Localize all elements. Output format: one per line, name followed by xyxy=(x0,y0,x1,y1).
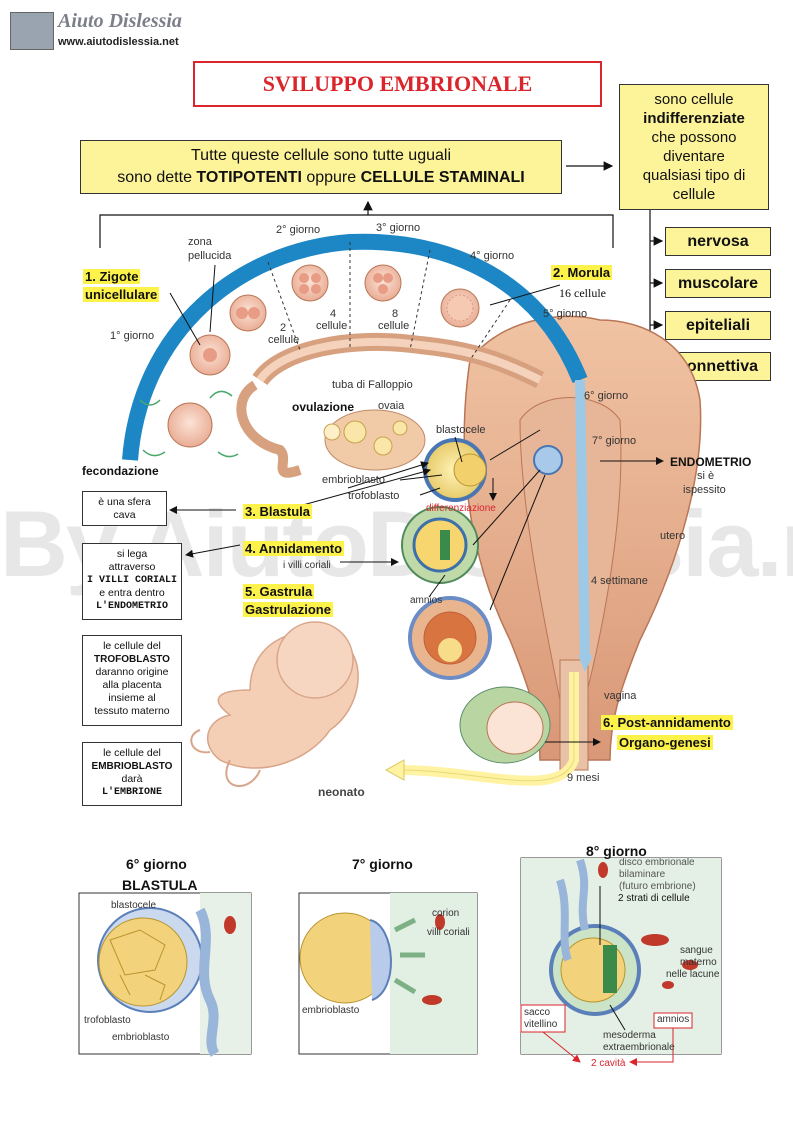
label-endometrio: ENDOMETRIO xyxy=(670,455,752,469)
p8-disco3: (futuro embrione) xyxy=(619,881,696,892)
label-trofoblasto: trofoblasto xyxy=(348,490,400,502)
label-2-cellule: cellule xyxy=(268,334,300,346)
label-villi-coriali: i villi coriali xyxy=(283,560,331,571)
label-9-months: 9 mesi xyxy=(567,772,600,784)
note-trofoblasto: le cellule del TROFOBLASTO daranno origi… xyxy=(82,635,182,726)
p6-trofoblasto: trofoblasto xyxy=(84,1015,131,1026)
label-day1: 1° giorno xyxy=(110,330,155,342)
p8-sangue2: materno xyxy=(680,957,717,968)
p8-extraembrionale: extraembrionale xyxy=(603,1042,675,1053)
note-sfera: è una sfera cava xyxy=(82,491,167,526)
label-utero: utero xyxy=(660,530,686,542)
title-day8: 8° giorno xyxy=(586,843,647,859)
panel-8-drawing xyxy=(520,857,722,1066)
label-day4: 4° giorno xyxy=(470,250,515,262)
indifferenziate-box: sono cellule indifferenziate che possono… xyxy=(619,84,769,210)
panel-6-drawing xyxy=(78,892,252,1057)
title-blastula: BLASTULA xyxy=(122,877,198,893)
label-neonato: neonato xyxy=(318,785,365,799)
logo-icon xyxy=(10,12,54,50)
p8-2-cavita: 2 cavità xyxy=(591,1058,626,1069)
label-2: 2 xyxy=(280,322,287,334)
label-zona: zona xyxy=(188,236,212,248)
label-4-weeks: 4 settimane xyxy=(591,575,648,587)
label-ovaia: ovaia xyxy=(378,400,405,412)
stage-morula: 2. Morula xyxy=(551,265,613,280)
label-day2: 2° giorno xyxy=(276,224,321,236)
label-morula-cells: 16 cellule xyxy=(559,286,606,300)
label-embrioblasto: embrioblasto xyxy=(322,474,385,486)
panel-7-drawing xyxy=(298,892,478,1055)
label-vagina: vagina xyxy=(604,690,637,702)
p8-amnios: amnios xyxy=(657,1014,690,1025)
stage-post-annidamento: 6. Post-annidamento Organo-genesi xyxy=(601,715,733,750)
p8-strati: 2 strati di cellule xyxy=(618,893,690,904)
p6-embrioblasto: embrioblasto xyxy=(112,1032,170,1043)
cell-type-muscolare: muscolare xyxy=(665,269,771,298)
p7-villi: villi coriali xyxy=(427,927,470,938)
label-day5: 5° giorno xyxy=(543,308,588,320)
p6-blastocele: blastocele xyxy=(111,900,157,911)
label-blastocele: blastocele xyxy=(436,424,486,436)
label-ispessito: ispessito xyxy=(683,484,726,496)
p7-embrioblasto: embrioblasto xyxy=(302,1005,360,1016)
label-amnios: amnios xyxy=(410,595,443,606)
totipotent-line2: sono dette TOTIPOTENTI oppure CELLULE ST… xyxy=(117,169,525,186)
p7-corion: corion xyxy=(432,908,460,919)
label-si-e: si è xyxy=(697,470,715,482)
totipotent-line1: Tutte queste cellule sono tutte uguali xyxy=(190,147,452,164)
label-4: 4 xyxy=(330,308,337,320)
p8-disco1: disco embrionale xyxy=(619,857,695,868)
label-day3: 3° giorno xyxy=(376,222,421,234)
title-day6: 6° giorno xyxy=(126,856,187,872)
title-day7: 7° giorno xyxy=(352,856,413,872)
totipotent-box: Tutte queste cellule sono tutte uguali s… xyxy=(80,140,562,194)
cell-type-nervosa: nervosa xyxy=(665,227,771,256)
p8-sangue1: sangue xyxy=(680,945,713,956)
cell-type-epiteliali: epiteliali xyxy=(665,311,771,340)
p8-vitellino: vitellino xyxy=(524,1019,558,1030)
label-day7: 7° giorno xyxy=(592,435,637,447)
note-embrioblasto: le cellule del EMBRIOBLASTO darà L'EMBRI… xyxy=(82,742,182,806)
p8-sangue3: nelle lacune xyxy=(666,969,720,980)
p8-disco2: bilaminare xyxy=(619,869,666,880)
page-title: SVILUPPO EMBRIONALE xyxy=(193,61,602,107)
label-fecondazione: fecondazione xyxy=(82,464,159,478)
logo-url: www.aiutodislessia.net xyxy=(58,36,179,48)
label-tuba: tuba di Falloppio xyxy=(332,379,413,391)
p8-sacco: sacco xyxy=(524,1007,551,1018)
stage-zigote: 1. Zigote unicellulare xyxy=(83,269,160,302)
stage-annidamento: 4. Annidamento xyxy=(243,541,345,556)
label-4-cellule: cellule xyxy=(316,320,348,332)
label-differenziazione: differenziazione xyxy=(426,503,496,514)
label-pellucida: pellucida xyxy=(188,250,232,262)
label-8: 8 xyxy=(392,308,399,320)
stage-blastula: 3. Blastula xyxy=(243,504,313,519)
label-ovulazione: ovulazione xyxy=(292,400,355,414)
label-8-cellule: cellule xyxy=(378,320,410,332)
note-villi: si lega attraverso I VILLI CORIALI e ent… xyxy=(82,543,182,620)
label-day6: 6° giorno xyxy=(584,390,629,402)
logo-name: Aiuto Dislessia xyxy=(58,10,182,32)
stage-gastrula: 5. Gastrula Gastrulazione xyxy=(243,584,333,617)
p8-mesoderma: mesoderma xyxy=(603,1030,656,1041)
